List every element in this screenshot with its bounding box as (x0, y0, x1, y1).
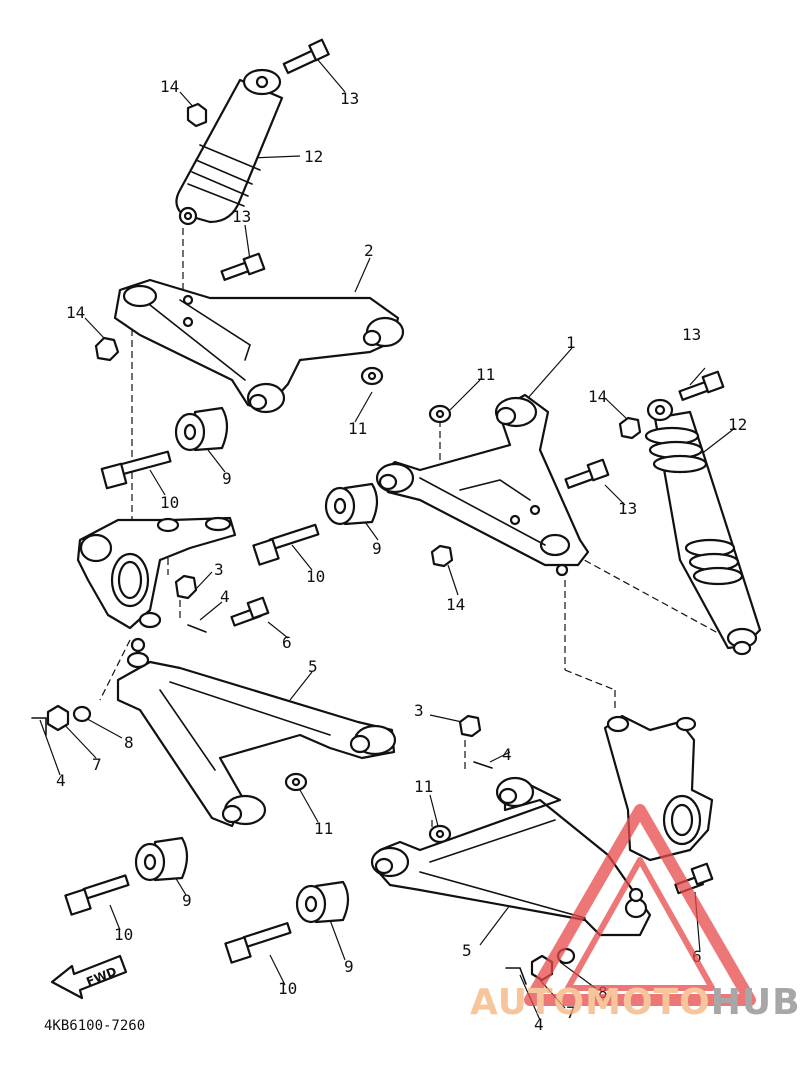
bolt-10-upper-left (100, 450, 172, 490)
knuckle-left (76, 516, 237, 630)
callout-11-upper-right: 11 (476, 365, 495, 384)
callout-7-right: 7 (566, 1003, 576, 1022)
callout-11-lower-left: 11 (314, 819, 333, 838)
nut-3-right (458, 714, 482, 738)
callout-11-lower-right: 11 (414, 777, 433, 796)
callout-10-lower-right: 10 (278, 979, 297, 998)
bushing-9-upper-right (324, 482, 379, 526)
callout-3-left: 3 (214, 560, 224, 579)
bolt-13-top (282, 38, 330, 75)
nut-14-left (94, 336, 120, 362)
forward-arrow: FWD (50, 954, 128, 1000)
callout-7-left: 7 (92, 755, 102, 774)
washer-8-left (72, 705, 92, 723)
nut-14-right-arm (430, 544, 454, 568)
watermark: AUTOMOTOHUB (470, 804, 800, 1023)
svg-text:AUTOMOTOHUB: AUTOMOTOHUB (470, 982, 800, 1023)
bolt-10-lower-right (224, 922, 292, 964)
callout-12-right: 12 (728, 415, 747, 434)
callout-3-right: 3 (414, 701, 424, 720)
bolt-6-left (230, 596, 270, 627)
collar-11-lower-left (284, 772, 308, 792)
callout-10-lower-left: 10 (114, 925, 133, 944)
callout-9-lower-right: 9 (344, 957, 354, 976)
watermark-brand-part2: HUB (711, 982, 800, 1023)
cotter-pin-4-lower-left (31, 717, 47, 736)
nut-3-left (174, 574, 198, 600)
nut-14-far-right (618, 416, 642, 440)
lower-arm-left (116, 637, 397, 828)
callout-13-top: 13 (340, 89, 359, 108)
callout-13-far-right: 13 (682, 325, 701, 344)
cotter-pin-4-right (473, 761, 493, 769)
bushing-9-upper-left (174, 406, 229, 452)
shock-absorber-left (175, 68, 284, 226)
bolt-13-far-right (678, 370, 725, 401)
callout-14-far-right: 14 (588, 387, 607, 406)
bushing-9-lower-right (295, 880, 350, 924)
callout-4-right: 4 (502, 745, 512, 764)
callout-numbers: 1 2 3 3 4 4 4 4 5 5 6 6 7 7 8 8 9 9 9 9 … (56, 77, 747, 1034)
callout-14-right-arm: 14 (446, 595, 465, 614)
callout-14-left: 14 (66, 303, 85, 322)
watermark-triangle-icon (524, 804, 756, 1006)
callout-9-upper-left: 9 (222, 469, 232, 488)
callout-5-right: 5 (462, 941, 472, 960)
bushing-9-lower-left (134, 836, 189, 882)
callout-9-upper-right: 9 (372, 539, 382, 558)
cotter-pin-4-lower-right (505, 967, 527, 985)
shock-absorber-right (644, 398, 762, 656)
callout-6-left: 6 (282, 633, 292, 652)
upper-arm-left (113, 278, 405, 414)
callout-8-left: 8 (124, 733, 134, 752)
callout-11-upper-left: 11 (348, 419, 367, 438)
part-code: 4KB6100-7260 (44, 1018, 145, 1034)
callout-14-top: 14 (160, 77, 179, 96)
callout-4-lower-left: 4 (56, 771, 66, 790)
callout-13-mid-left: 13 (232, 207, 251, 226)
callout-10-upper-left: 10 (160, 493, 179, 512)
collar-11-upper-right (428, 404, 452, 424)
callout-5-left: 5 (308, 657, 318, 676)
collar-11-upper-left (360, 366, 384, 386)
watermark-brand-part1: AUTOMOTO (470, 982, 711, 1023)
callout-9-lower-left: 9 (182, 891, 192, 910)
callout-2: 2 (364, 241, 374, 260)
callout-10-upper-right: 10 (306, 567, 325, 586)
callout-4-left: 4 (220, 587, 230, 606)
callout-8-right: 8 (598, 983, 608, 1002)
upper-arm-right (375, 393, 590, 577)
bolt-13-right (564, 458, 610, 489)
bolt-13-mid-left (220, 252, 266, 281)
callout-4-lower-right: 4 (534, 1015, 544, 1034)
cotter-pin-4-left (187, 624, 207, 633)
nut-7-left (46, 704, 70, 732)
bolt-10-lower-left (64, 874, 130, 916)
callout-12-left: 12 (304, 147, 323, 166)
nut-14-top (186, 102, 208, 128)
bolt-10-upper-right (252, 523, 320, 566)
callout-1: 1 (566, 333, 576, 352)
callout-13-right: 13 (618, 499, 637, 518)
